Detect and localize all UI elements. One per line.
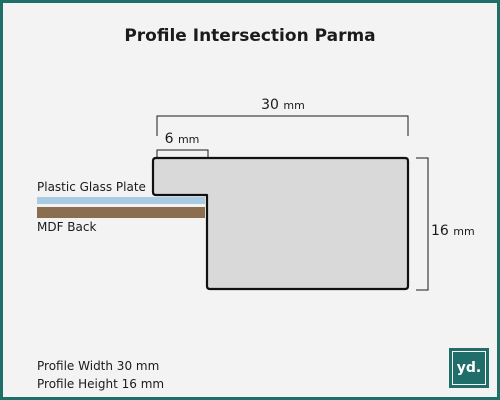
height-dimension-label: 16 mm (431, 223, 475, 239)
mdf-back-label: MDF Back (37, 220, 96, 234)
width-dimension-line (156, 115, 409, 136)
glass-plate-label: Plastic Glass Plate (37, 180, 146, 194)
height-dimension-line (416, 157, 429, 291)
spec-width: Profile Width 30 mm (37, 359, 160, 373)
logo-text: yd. (452, 351, 486, 385)
lip-dimension-label: 6 mm (165, 131, 200, 147)
spec-height: Profile Height 16 mm (37, 377, 165, 391)
width-dimension-label: 30 mm (261, 97, 305, 113)
brand-logo: yd. (449, 348, 489, 388)
frame-profile-shape (151, 156, 410, 291)
page-title: Profile Intersection Parma (124, 26, 375, 46)
mdf-back-layer (37, 207, 205, 218)
glass-plate-layer (37, 197, 205, 204)
lip-dimension-line (156, 149, 209, 158)
